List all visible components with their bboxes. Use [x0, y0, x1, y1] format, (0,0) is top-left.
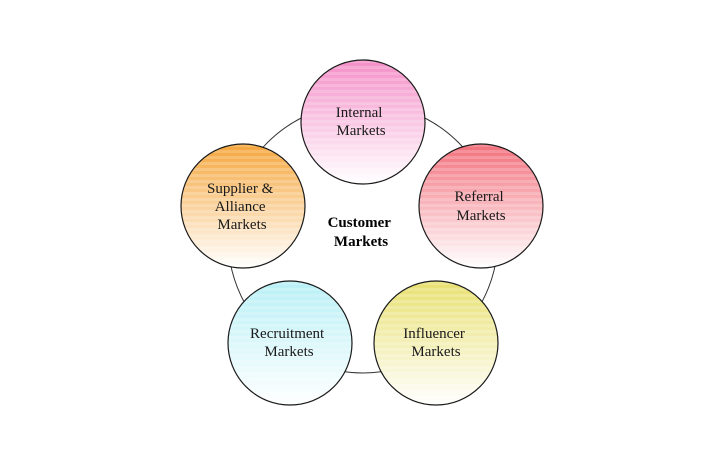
node-label-line: Markets	[264, 344, 313, 360]
svg-text:Influencer Markets: Influencer Markets	[403, 326, 468, 360]
node-label-line: Referral	[455, 189, 504, 205]
center-label: Customer Markets	[328, 215, 395, 250]
svg-text:Referral Markets: Referral Markets	[455, 189, 508, 224]
node-supplier-alliance-markets: Supplier & Alliance Markets	[180, 143, 306, 269]
node-label-line: Markets	[456, 208, 505, 224]
node-label-line: Internal	[336, 105, 383, 121]
node-label-line: Markets	[336, 123, 385, 139]
node-label-line: Markets	[411, 344, 460, 360]
center-label-line: Markets	[334, 234, 388, 250]
svg-text:Supplier & Alliance: Supplier & Alliance Markets	[207, 181, 277, 233]
node-label-line: Alliance	[215, 199, 266, 215]
node-label-line: Recruitment	[250, 326, 325, 342]
node-label-line: Supplier &	[207, 181, 274, 197]
node-influencer-markets: Influencer Markets	[373, 280, 499, 406]
node-referral-markets: Referral Markets	[418, 143, 544, 269]
node-label-line: Influencer	[403, 326, 465, 342]
svg-text:Recruitment Markets: Recruitment Markets	[250, 326, 328, 360]
node-internal-markets: Internal Markets	[300, 59, 426, 185]
svg-text:Internal Markets: Internal Markets	[336, 105, 386, 139]
node-recruitment-markets: Recruitment Markets	[227, 280, 353, 406]
node-label-line: Markets	[217, 217, 266, 233]
center-label-line: Customer	[328, 215, 392, 231]
